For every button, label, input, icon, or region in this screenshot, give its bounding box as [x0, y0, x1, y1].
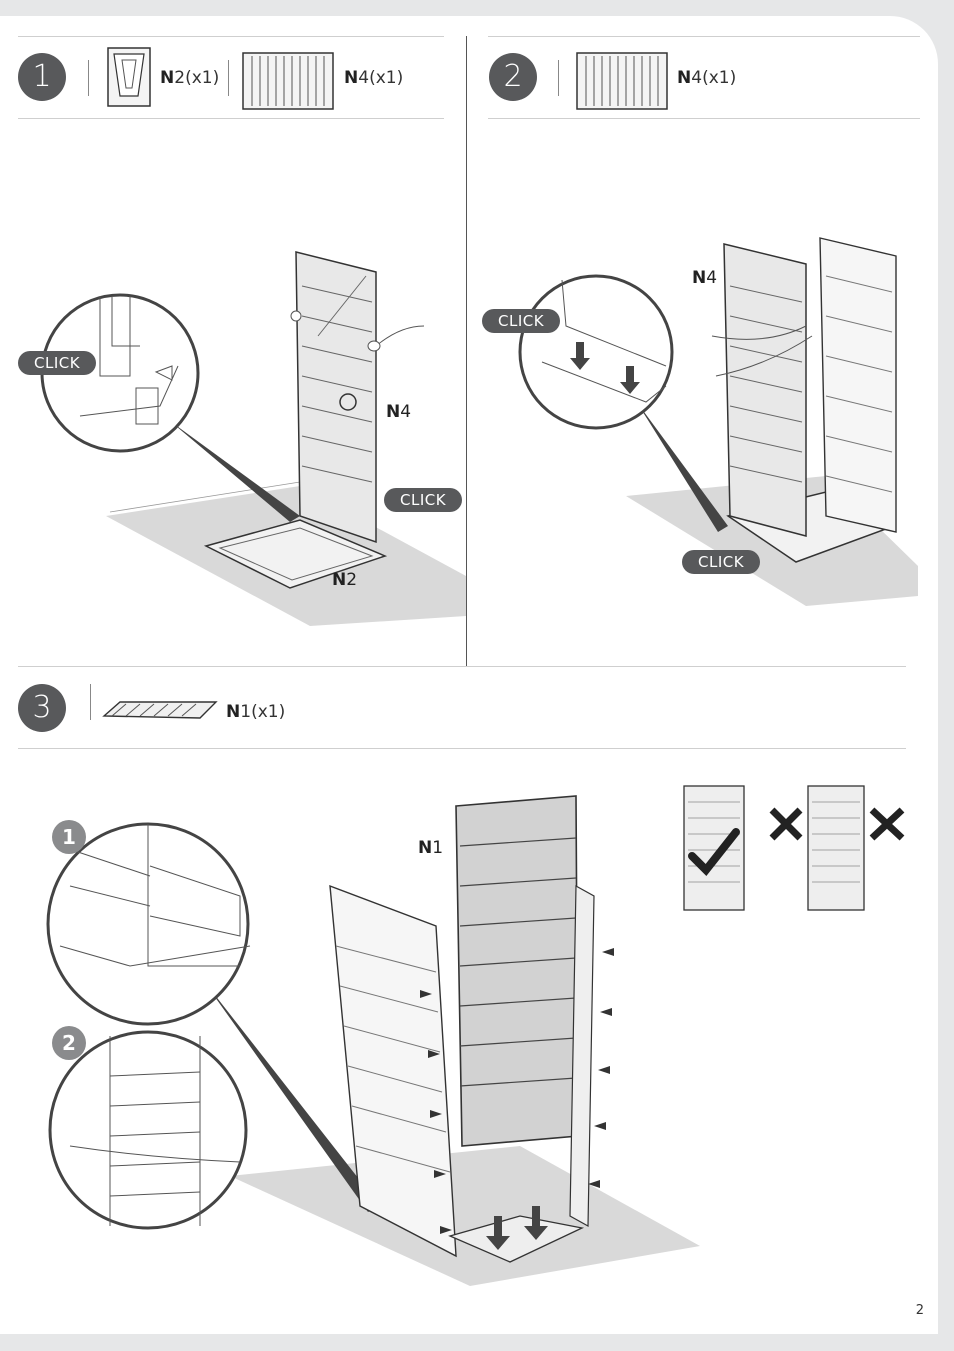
- part-tag-n4: N4: [386, 402, 412, 422]
- part-label-n2: N2(x1): [160, 68, 220, 88]
- click-callout: CLICK: [18, 351, 97, 375]
- separator: [88, 60, 89, 96]
- part-n1-thumbnail: [102, 701, 218, 719]
- click-callout: CLICK: [482, 309, 561, 333]
- step-number-1: 1: [18, 53, 66, 101]
- divider: [18, 748, 906, 749]
- divider: [18, 118, 444, 119]
- divider: [18, 666, 906, 667]
- separator: [558, 60, 559, 96]
- zoom-badge-2: 2: [52, 1026, 86, 1060]
- step1-illustration: [40, 251, 466, 626]
- divider: [488, 118, 920, 119]
- page-number: 2: [915, 1303, 924, 1318]
- part-n4-thumbnail: [576, 52, 668, 110]
- click-callout: CLICK: [682, 550, 761, 574]
- divider: [488, 36, 920, 37]
- divider: [18, 36, 444, 37]
- separator: [90, 684, 91, 720]
- part-label-n4: N4(x1): [677, 68, 737, 88]
- step3-illustration: [46, 785, 905, 1286]
- part-tag-n2: N2: [332, 570, 358, 590]
- step-number-3: 3: [18, 684, 66, 732]
- part-tag-n4: N4: [692, 268, 718, 288]
- part-tag-n1: N1: [418, 838, 444, 858]
- click-callout: CLICK: [384, 488, 463, 512]
- separator: [228, 60, 229, 96]
- step-number-2: 2: [489, 53, 537, 101]
- zoom-badge-1: 1: [52, 820, 86, 854]
- part-n2-thumbnail: [107, 47, 151, 107]
- part-label-n4: N4(x1): [344, 68, 404, 88]
- column-divider: [466, 36, 467, 666]
- part-label-n1: N1(x1): [226, 702, 286, 722]
- part-n4-thumbnail: [242, 52, 334, 110]
- manual-page: 1 N2(x1) N4(x1) 2 N4(x1) 3: [0, 16, 938, 1334]
